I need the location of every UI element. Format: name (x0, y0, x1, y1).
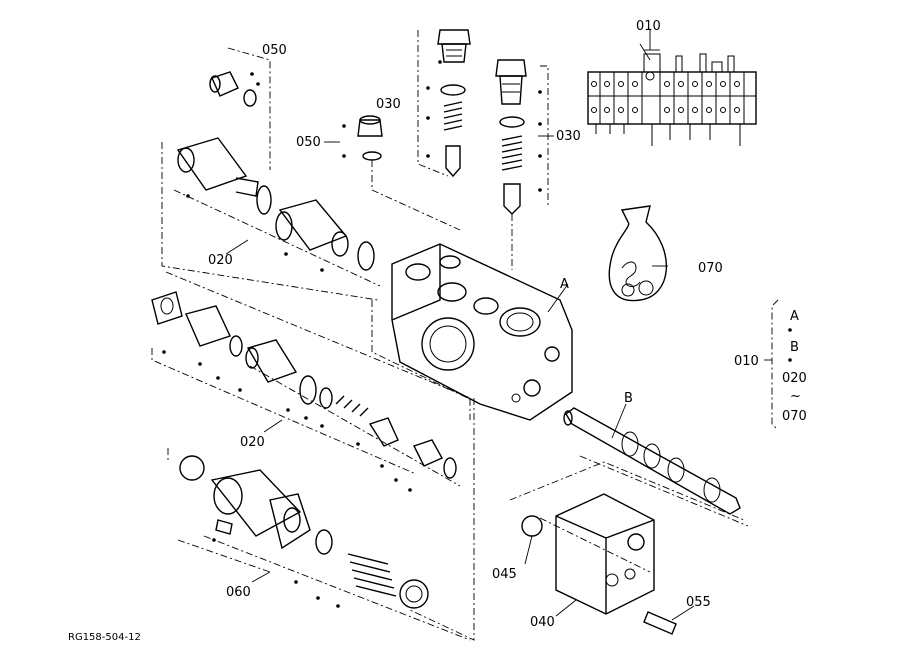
legend-item-b: B (790, 340, 799, 355)
figure-code: RG158-504-12 (68, 632, 141, 643)
legend-item-tilde: ~ (790, 389, 801, 404)
reference-dots (162, 60, 792, 608)
valve-assembly-overview (587, 30, 757, 146)
callout-070: 070 (698, 261, 723, 276)
callout-045: 045 (492, 567, 517, 582)
callout-030-b: 030 (556, 129, 581, 144)
callout-050-a: 050 (262, 43, 287, 58)
legend-number: 010 (734, 354, 759, 369)
relief-plug-assembly-1 (417, 29, 471, 178)
legend-bracket (764, 299, 779, 431)
callout-b: B (624, 391, 633, 406)
callout-labels: 010 050 030 050 030 020 070 A B 020 045 … (208, 19, 723, 630)
plug-050-small (357, 115, 461, 231)
cartridge-020-lower (151, 271, 471, 487)
cartridge-020-upper (161, 137, 381, 301)
spool-b (563, 407, 749, 527)
parts-bag-070 (608, 205, 668, 302)
callout-060: 060 (226, 585, 251, 600)
legend-item-a: A (790, 309, 799, 324)
callout-050-b: 050 (296, 135, 321, 150)
leader-lines (225, 43, 695, 621)
callout-010-top: 010 (636, 19, 661, 34)
solenoid-assembly-060 (167, 448, 471, 641)
legend: 010 A B 020 ~ 070 (734, 309, 807, 424)
callout-040: 040 (530, 615, 555, 630)
callout-030-a: 030 (376, 97, 401, 112)
relief-plug-assembly-2 (495, 59, 549, 270)
callout-020-upper: 020 (208, 253, 233, 268)
callout-055: 055 (686, 595, 711, 610)
callout-a: A (560, 277, 569, 292)
plug-050-left (209, 47, 271, 170)
legend-item-020: 020 (782, 371, 807, 386)
valve-body-a (371, 243, 573, 641)
callout-020-lower: 020 (240, 435, 265, 450)
legend-item-070: 070 (782, 409, 807, 424)
